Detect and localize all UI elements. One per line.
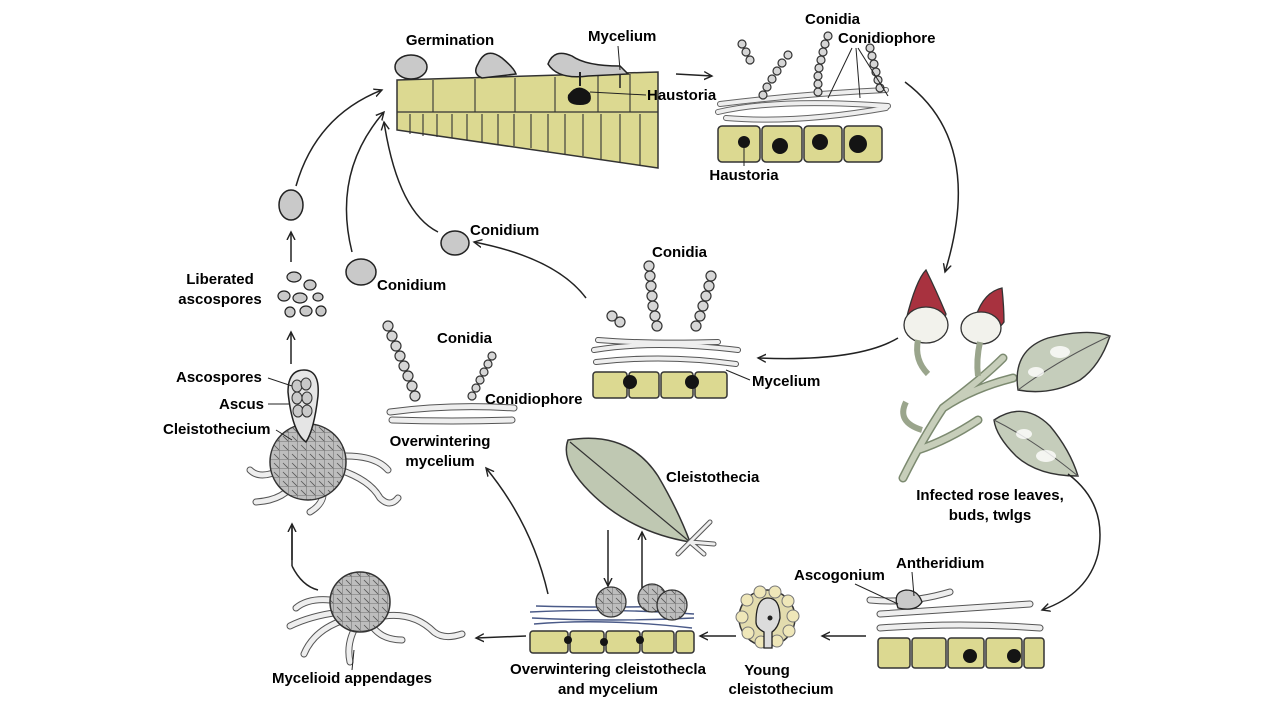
overwintering-mycelium-label-line1: Overwintering (390, 433, 491, 450)
cleistothecia-label: Cleistothecia (666, 469, 760, 486)
overwintering-cleistothecia-label-line1: Overwintering cleistothecla (510, 661, 707, 678)
arrow-overwintering-to-appendages (476, 636, 527, 638)
ascospores-label: Ascospores (176, 369, 262, 386)
conidiophore-top-label: Conidiophore (838, 30, 936, 47)
conidium-spore-mid (440, 230, 470, 256)
conidia-center-label: Conidia (652, 244, 708, 261)
arrow-rose-to-mycelium (758, 337, 899, 359)
conidia-left-label: Conidia (437, 330, 493, 347)
conidium-mid-label: Conidium (470, 222, 539, 239)
liberated-ascospores-label-line2: ascospores (178, 291, 261, 308)
arrow-overwintering-to-mycelium (486, 468, 549, 595)
arrow-ascospore-to-germination (295, 90, 382, 187)
overwintering-cleistothecia-drawing (529, 583, 695, 654)
germination-label: Germination (406, 32, 494, 49)
antheridium-label: Antheridium (896, 555, 984, 572)
young-cleistothecium-label-line1: Young (744, 662, 790, 679)
haustoria-tr-label: Haustoria (709, 167, 779, 184)
liberated-ascospores-label-line1: Liberated (186, 271, 254, 288)
arrow-mycelium-to-conidium (474, 242, 587, 299)
conidium-spore-left (345, 258, 377, 286)
conidiophore-section-top (715, 31, 891, 163)
mycelioid-appendages-label: Mycelioid appendages (272, 670, 432, 687)
infected-rose-label-line2: buds, twlgs (949, 507, 1032, 524)
infected-rose-label-line1: Infected rose leaves, (916, 487, 1064, 504)
conidium-left-label: Conidium (377, 277, 446, 294)
overwintering-mycelium-drawing (382, 320, 518, 425)
arrow-germination-to-conidia (675, 74, 712, 76)
young-cleistothecium-drawing (735, 585, 800, 649)
ascus-label: Ascus (219, 396, 264, 413)
mycelioid-appendages-drawing (286, 571, 466, 666)
mycelium-top-label: Mycelium (588, 28, 656, 45)
arrow-conidia-to-rose (904, 81, 960, 272)
conidiophore-left-label: Conidiophore (485, 391, 583, 408)
ascospore-top (278, 189, 304, 221)
mycelium-center-label: Mycelium (752, 373, 820, 390)
conidia-mycelium-section-center (591, 260, 741, 399)
conidia-top-label: Conidia (805, 11, 861, 28)
cleistothecium-with-ascus-drawing (246, 369, 402, 516)
haustoria-top-label: Haustoria (647, 87, 717, 104)
young-cleistothecium-label-line2: cleistothecium (728, 681, 833, 698)
liberated-ascospores-cluster (277, 271, 327, 318)
overwintering-mycelium-label-line2: mycelium (405, 453, 474, 470)
cleistothecium-label: Cleistothecium (163, 421, 271, 438)
germination-leaf-section (394, 52, 659, 169)
leaf-with-cleistothecia (565, 437, 717, 557)
arrow-conidium-to-germination-b (345, 112, 384, 253)
cycle-arrows (291, 74, 1101, 638)
arrow-rose-to-ascogonium (1042, 473, 1101, 610)
ascogonium-antheridium-drawing (866, 588, 1045, 669)
infected-rose-drawing (898, 268, 1111, 483)
ascogonium-label: Ascogonium (794, 567, 885, 584)
overwintering-cleistothecia-label-line2: and mycelium (558, 681, 658, 698)
arrow-conidium-to-germination-a (384, 122, 439, 233)
